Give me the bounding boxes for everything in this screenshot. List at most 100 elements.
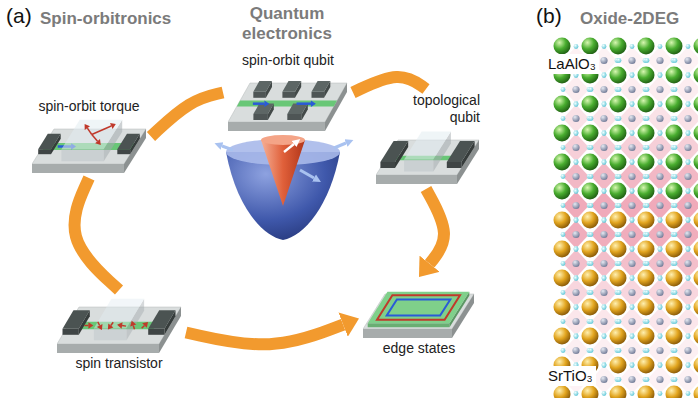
oxygen-atom <box>630 217 635 222</box>
oxygen-atom <box>673 203 678 208</box>
b-site-atom <box>600 144 607 151</box>
oxygen-atom <box>658 131 663 136</box>
oxygen-atom <box>574 217 579 222</box>
oxygen-atom <box>686 218 691 223</box>
oxygen-atom <box>658 247 663 252</box>
oxygen-atom <box>645 116 650 121</box>
oxygen-atom <box>630 159 635 164</box>
la-atom <box>638 67 655 84</box>
b-site-atom <box>684 260 691 267</box>
la-atom <box>582 96 599 113</box>
oxygen-atom <box>686 130 691 135</box>
device-edge-states: edge states <box>362 280 476 357</box>
sr-atom <box>638 299 655 316</box>
oxygen-atom <box>658 218 663 223</box>
oxygen-atom <box>673 232 678 237</box>
cycle-arrow <box>75 178 119 290</box>
oxygen-atom <box>630 247 635 252</box>
oxygen-atom <box>561 232 566 237</box>
crystal-structure <box>554 38 698 398</box>
oxygen-atom <box>630 102 635 107</box>
oxygen-atom <box>574 333 579 338</box>
b-site-atom <box>684 231 691 238</box>
oxygen-atom <box>673 348 678 353</box>
oxygen-atom <box>602 130 607 135</box>
block-top <box>447 141 475 162</box>
sr-atom <box>638 270 655 287</box>
oxygen-atom <box>602 305 607 310</box>
oxygen-atom <box>686 131 691 136</box>
oxygen-atom <box>686 102 691 107</box>
block-front <box>253 114 268 120</box>
oxygen-atom <box>686 334 691 339</box>
oxygen-atom <box>630 101 635 106</box>
oxygen-atom <box>686 333 691 338</box>
sr-atom <box>666 299 683 316</box>
oxygen-atom <box>574 247 579 252</box>
oxygen-atom <box>658 275 663 280</box>
oxygen-atom <box>617 261 622 266</box>
device-illustration <box>363 280 475 340</box>
la-atom <box>610 67 627 84</box>
oxygen-atom <box>602 44 607 49</box>
oxygen-atom <box>574 305 579 310</box>
block-top <box>312 81 331 92</box>
b-site-atom <box>656 86 663 93</box>
spin-arrow-head <box>311 101 316 107</box>
spin-arrow <box>253 102 264 105</box>
la-atom <box>582 183 599 200</box>
device-illustration <box>228 69 348 133</box>
oxygen-atom <box>630 275 635 280</box>
sr-atom <box>582 299 599 316</box>
b-site-atom <box>600 376 607 383</box>
device-label: spin-orbit torque <box>38 98 139 115</box>
oxygen-atom <box>630 189 635 194</box>
block-top <box>404 132 451 160</box>
block-top <box>62 310 89 329</box>
block-front <box>117 149 130 154</box>
cycle-arrow <box>186 325 343 345</box>
b-site-atom <box>656 202 663 209</box>
b-site-atom <box>628 86 635 93</box>
oxygen-atom <box>645 174 650 179</box>
oxygen-atom <box>561 203 566 208</box>
oxygen-atom <box>645 203 650 208</box>
oxygen-atom <box>630 363 635 368</box>
substrate-front <box>32 164 124 173</box>
section-heading: Oxide-2DEG <box>580 9 679 29</box>
block-front <box>282 92 295 98</box>
oxygen-atom <box>686 391 691 396</box>
b-site-atom <box>684 86 691 93</box>
block-top <box>253 81 272 92</box>
b-site-atom <box>684 376 691 383</box>
oxygen-atom <box>686 189 691 194</box>
contact-pad <box>380 141 408 168</box>
la-atom <box>610 183 627 200</box>
oxygen-atom <box>574 160 579 165</box>
oxygen-atom <box>673 261 678 266</box>
oxygen-atom <box>561 87 566 92</box>
b-site-atom <box>628 347 635 354</box>
oxygen-atom <box>630 362 635 367</box>
oxygen-atom <box>658 304 663 309</box>
sr-atom <box>694 299 698 316</box>
spin-arrow <box>122 325 126 327</box>
oxygen-atom <box>673 290 678 295</box>
sr-atom <box>666 328 683 345</box>
cycle-arrow <box>353 77 426 93</box>
nanowire-stripe <box>237 101 337 107</box>
oxygen-atom <box>686 276 691 281</box>
gate-electrode <box>312 81 331 98</box>
oxygen-atom <box>673 174 678 179</box>
b-site-atom <box>684 173 691 180</box>
sr-atom <box>638 241 655 258</box>
oxygen-atom <box>686 73 691 78</box>
b-site-atom <box>684 347 691 354</box>
oxygen-atom <box>630 333 635 338</box>
oxygen-atom <box>602 102 607 107</box>
sr-atom <box>554 299 571 316</box>
oxygen-atom <box>686 72 691 77</box>
oxygen-atom <box>645 87 650 92</box>
block-top <box>61 120 122 149</box>
oxygen-atom <box>658 102 663 107</box>
